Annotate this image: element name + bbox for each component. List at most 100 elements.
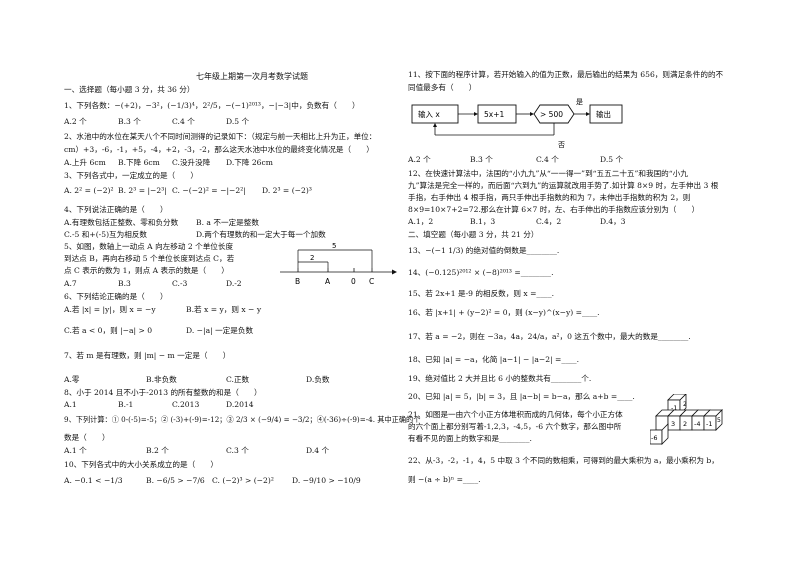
q2-option-c: C.没升没降 (172, 158, 211, 167)
yes-label: 是 (576, 98, 583, 106)
q10-option-d: D. −9/10 > −10/9 (292, 476, 361, 485)
program-flowchart: 输入 x 5x+1 > 500 是 输出 否 (411, 98, 623, 149)
question-22-line2: 则 −(a ÷ b)ⁿ =____. (408, 475, 481, 484)
cube-label-1: -1 (671, 404, 677, 412)
output-box-label: 输出 (596, 109, 611, 119)
question-14: 14、(−0.125)²⁰¹² × (−8)²⁰¹³ =________. (408, 268, 554, 277)
output-box (589, 104, 623, 124)
question-13: 13、−(−1 1/3) 的绝对值的倒数是________. (408, 246, 560, 255)
question-22-line1: 22、从-3，-2，-1，4，5 中取 3 个不同的数相乘，可得到的最大乘积为 … (408, 456, 719, 465)
q11-option-c: C.4 个 (536, 155, 559, 164)
q10-option-a: A. −0.1 < −1/3 (64, 476, 123, 485)
question-9-line2: 数是（ ） (64, 433, 110, 442)
question-5-line1: 5、如图，数轴上一动点 A 向左移动 2 个单位长度 (64, 242, 234, 251)
q11-option-d: D.5 个 (600, 155, 624, 164)
q7-option-b: B.非负数 (146, 375, 177, 384)
point-c-label: C (369, 277, 374, 286)
question-9-line1: 9、下列计算：① 0-(-5)=-5；② (-3)+(-9)=-12；③ 2/3… (64, 415, 421, 424)
cube-label-6: -4 (694, 420, 700, 428)
cube-stack-figure: -1 2 3 -6 2 -4 -1 5 (650, 394, 723, 445)
number-line-arrow (392, 269, 397, 275)
question-15: 15、若 2x+1 是-9 的相反数，则 x =____. (408, 289, 555, 298)
q10-option-c: C. (−2)³ > (−2)² (212, 476, 274, 485)
question-20: 20、已知 |a| = 5，|b| = 3，且 |a−b| = b−a，那么 a… (408, 392, 635, 401)
cube-label-7: -1 (706, 420, 712, 428)
question-2-line2: cm）+3，-6，-1，+5，-4，+2，-3，-2，那么这天水池中水位的最终变… (64, 145, 374, 154)
cube-label-2: 2 (683, 401, 687, 408)
cube-label-8: 5 (717, 417, 721, 424)
question-18: 18、已知 |a| = −a，化简 |a−1| − |a−2| =____. (408, 355, 580, 364)
question-11-line1: 11、按下面的程序计算，若开始输入的值为正数，最后输出的结果为 656，则满足条… (408, 70, 724, 79)
segment-2-label: 2 (310, 254, 314, 262)
q4-option-b: B. a 不一定是整数 (196, 218, 259, 227)
question-16: 16、若 |x+1| + (y−2)² = 0，则 (x−y)^(x−y) =_… (408, 308, 600, 317)
question-12-line2: 九”算法是完全一样的，而后面“六到九”的运算就改用手势了.如计算 8×9 时，左… (408, 181, 719, 190)
question-1: 1、下列各数：−(+2)，−3²，(−1/3)⁴，2²/5，−(−1)²⁰¹³，… (64, 101, 360, 110)
q6-option-b: B.若 x = y，则 x − y (186, 305, 262, 314)
question-12-line4: 8×9=10×7+2=72.那么在计算 6×7 时，左、右手伸出的手指数应该分别… (408, 205, 700, 214)
question-4: 4、下列说法正确的是（ ） (64, 205, 168, 214)
q9-option-c: C.3 个 (226, 446, 249, 455)
section-fill-heading: 二、填空题（每小题 3 分，共 21 分） (408, 230, 539, 239)
q12-option-c: C.4，2 (536, 217, 562, 226)
question-21-line1: 21、如图是一由六个小正方体堆积而成的几何体，每个小正方体 (408, 410, 623, 419)
q1-option-b: B.3 个 (118, 117, 141, 126)
q3-option-d: D. 2³ = (−2)³ (262, 186, 312, 195)
q1-option-c: C.4 个 (172, 117, 195, 126)
q9-option-d: D.4 个 (306, 446, 330, 455)
point-a-label: A (325, 277, 331, 286)
q3-option-c: C. −(−2)² = −|−2²| (172, 186, 246, 195)
number-line-figure: 5 2 B A 0 C (280, 242, 397, 286)
q5-option-a: A.7 (64, 279, 77, 288)
origin-label: 0 (351, 277, 356, 286)
question-5-line3: 点 C 表示的数为 1，则点 A 表示的数是（ ） (64, 266, 229, 275)
q8-option-b: B.-1 (118, 400, 134, 409)
q2-option-d: D.下降 26cm (226, 158, 273, 167)
q7-option-c: C.正数 (226, 375, 250, 384)
cube-label-4: -6 (651, 434, 657, 442)
q9-option-a: A.1 个 (64, 446, 87, 455)
cube-label-5: 2 (683, 420, 687, 428)
question-19: 19、绝对值比 2 大并且比 6 小的整数共有________个. (408, 374, 592, 383)
q4-option-c: C.-5 和+(-5)互为相反数 (64, 230, 148, 239)
q6-option-c: C.若 a < 0，则 |−a| > 0 (64, 326, 153, 335)
segment-5-label: 5 (332, 242, 336, 250)
no-label: 否 (558, 141, 565, 149)
q8-option-c: C.2013 (172, 400, 200, 409)
q2-option-a: A.上升 6cm (64, 158, 106, 167)
input-box-label: 输入 x (418, 109, 440, 119)
question-7: 7、若 m 是有理数，则 |m| − m 一定是（ ） (64, 351, 231, 360)
cube-label-3: 3 (671, 420, 675, 428)
q1-option-d: D.5 个 (226, 117, 250, 126)
question-12-line1: 12、在快速计算法中，法国的“小九九”从“一一得一”到“五五二十五”和我国的“小… (408, 169, 688, 178)
exam-title: 七年级上期第一次月考数学试题 (196, 72, 308, 81)
question-10: 10、下列各式中的大小关系成立的是（ ） (64, 460, 218, 469)
question-12-line3: 手指，右手伸出 4 根手指，两只手伸出手指数的和为 7，未伸出手指数的积为 2，… (408, 193, 691, 202)
q11-option-b: B.3 个 (470, 155, 493, 164)
q12-option-a: A.1，2 (408, 217, 434, 226)
question-17: 17、若 a = −2，则在 −3a，4a，24/a，a²，0 这五个数中，最大… (408, 332, 691, 341)
q5-option-c: C.-3 (172, 279, 188, 288)
q9-option-b: B.2 个 (146, 446, 169, 455)
q6-option-a: A.若 |x| = |y|，则 x = −y (64, 305, 156, 314)
q2-option-b: B.下降 6cm (118, 158, 160, 167)
question-2-line1: 2、水池中的水位在某天八个不同时间测得的记录如下：（规定与前一天相比上升为正，单… (64, 132, 377, 141)
q5-option-b: B.3 (118, 279, 131, 288)
question-11-line2: 同值最多有（ ） (408, 83, 477, 92)
q8-option-d: D.2014 (226, 400, 254, 409)
q7-option-d: D.负数 (306, 375, 330, 384)
q8-option-a: A.1 (64, 400, 77, 409)
question-5-line2: 到达点 B，再向右移动 5 个单位长度到达点 C，若 (64, 254, 235, 263)
question-8: 8、小于 2014 且不小于-2013 的所有整数的和是（ ） (64, 388, 262, 397)
point-b-label: B (295, 277, 300, 286)
compare-box-label: > 500 (540, 110, 563, 119)
q12-option-b: B.1，3 (470, 217, 496, 226)
q3-option-b: B. 2³ = |−2³| (118, 186, 167, 195)
question-21-line2: 的六个面上都分别写着-1,2,3，-4,5，-6 六个数字，那么图中所 (408, 422, 622, 431)
q5-option-d: D.-2 (226, 279, 242, 288)
section-choice-heading: 一、选择题（每小题 3 分，共 36 分） (64, 85, 195, 94)
q12-option-d: D.4，3 (600, 217, 626, 226)
q7-option-a: A.零 (64, 375, 80, 384)
q1-option-a: A.2 个 (64, 117, 87, 126)
